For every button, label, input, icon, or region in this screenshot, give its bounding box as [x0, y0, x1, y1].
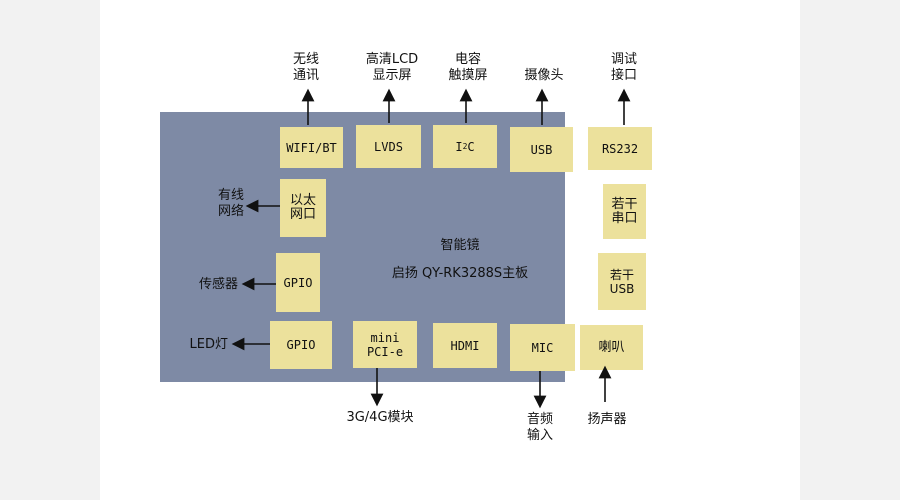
module-usb-right: 若干 USB — [598, 253, 646, 310]
label-sensor: 传感器 — [198, 277, 238, 292]
module-mic: MIC — [510, 324, 575, 371]
label-camera: 摄像头 — [524, 68, 564, 83]
label-loudspeaker: 扬声器 — [587, 412, 627, 427]
module-ethernet: 以太 网口 — [280, 179, 326, 237]
module-rs232: RS232 — [588, 127, 652, 170]
label-wired-network: 有线 网络 — [217, 188, 244, 219]
label-4g-module: 3G/4G模块 — [346, 410, 414, 425]
module-hdmi: HDMI — [433, 323, 497, 368]
label-touch: 电容 触摸屏 — [448, 52, 488, 83]
label-debug: 调试 接口 — [610, 52, 637, 83]
board-title: 智能镜 — [440, 238, 480, 253]
label-led: LED灯 — [189, 337, 228, 352]
module-wifi-bt: WIFI/BT — [280, 127, 343, 168]
board-subtitle: 启扬 QY-RK3288S主板 — [391, 266, 529, 281]
module-serial: 若干 串口 — [603, 184, 646, 239]
label-hd-lcd: 高清LCD 显示屏 — [365, 52, 419, 83]
module-mini-pcie: mini PCI-e — [353, 321, 417, 368]
label-wireless: 无线 通讯 — [292, 52, 319, 83]
module-gpio-led: GPIO — [270, 321, 332, 369]
module-usb-top: USB — [510, 127, 573, 172]
module-lvds: LVDS — [356, 125, 421, 168]
module-speaker: 喇叭 — [580, 325, 643, 370]
module-gpio-sensor: GPIO — [276, 253, 320, 312]
label-audio-in: 音频 输入 — [526, 412, 553, 443]
